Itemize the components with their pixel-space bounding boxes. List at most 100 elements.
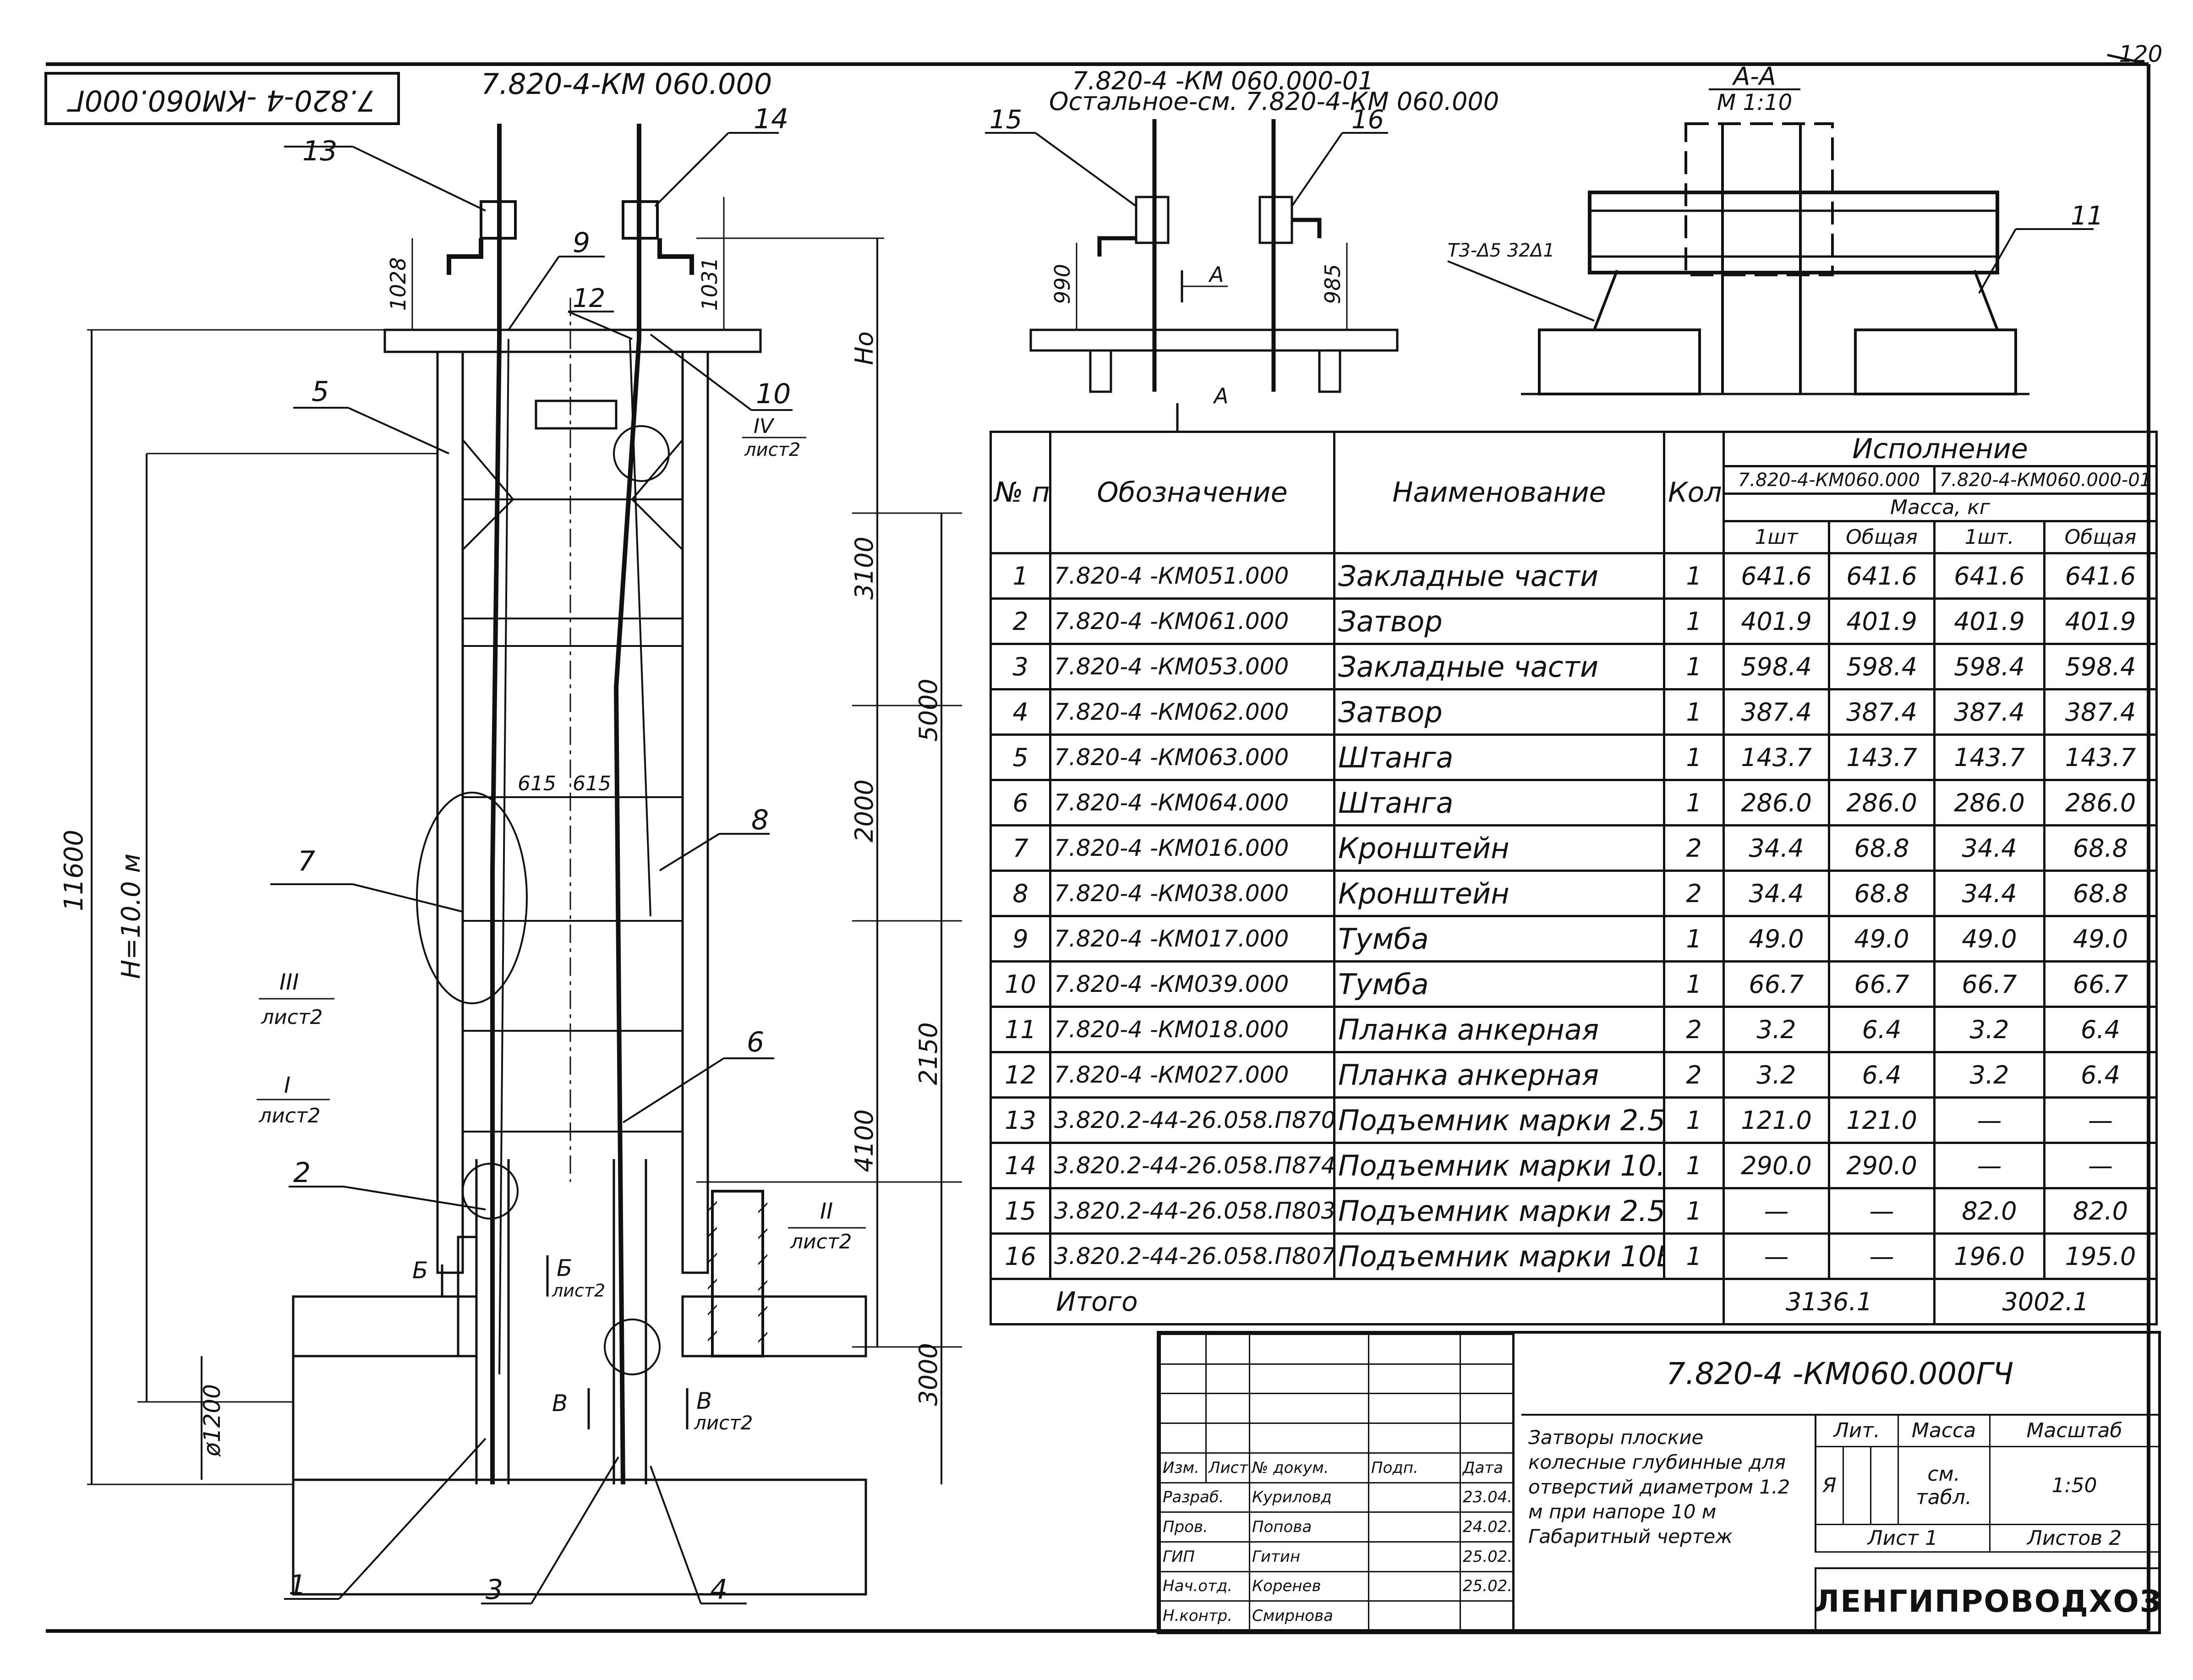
cell-unit1: 34.4 bbox=[1723, 870, 1830, 917]
cell-unit2: 3.2 bbox=[1933, 1006, 2045, 1053]
cell-total1: 68.8 bbox=[1828, 870, 1936, 917]
cell-total1: 286.0 bbox=[1828, 779, 1936, 826]
lit-label: Лит. bbox=[1815, 1414, 1899, 1447]
dim-990: 990 bbox=[1050, 264, 1075, 304]
cell-name: Подъемник марки 10В bbox=[1333, 1232, 1665, 1280]
col-head-exec2: 7.820-4-КМ060.000-01 bbox=[1933, 465, 2158, 495]
cell-unit1: 598.4 bbox=[1723, 643, 1830, 690]
cell-qty: 1 bbox=[1663, 643, 1725, 690]
detail-ref-II-sheet: лист2 bbox=[790, 1230, 852, 1253]
cell-total2: 6.4 bbox=[2043, 1051, 2158, 1099]
cell-qty: 2 bbox=[1663, 824, 1725, 872]
dim-H: Н=10.0 м bbox=[116, 854, 146, 979]
cell-pos: 13 bbox=[990, 1096, 1051, 1144]
col-head-unit1: 1шт bbox=[1723, 520, 1830, 554]
cell-total1: — bbox=[1828, 1232, 1936, 1280]
detail-ref-IV-sheet: лист2 bbox=[744, 439, 800, 460]
cell-name: Кронштейн bbox=[1333, 824, 1665, 872]
cell-pos: 15 bbox=[990, 1187, 1051, 1235]
cell-name: Тумба bbox=[1333, 960, 1665, 1008]
cell-designation: 7.820-4 -КМ016.000 bbox=[1049, 824, 1335, 872]
total-label: Итого bbox=[990, 1278, 1725, 1325]
cell-unit1: 387.4 bbox=[1723, 688, 1830, 736]
cell-total2: 68.8 bbox=[2043, 870, 2158, 917]
callout-12: 12 bbox=[573, 284, 605, 313]
cell-pos: 11 bbox=[990, 1006, 1051, 1053]
table-row: 153.820.2-44-26.058.П8030.000Подъемник м… bbox=[990, 1187, 2158, 1235]
cell-qty: 1 bbox=[1663, 1232, 1725, 1280]
cell-qty: 1 bbox=[1663, 688, 1725, 736]
cell-name: Планка анкерная bbox=[1333, 1006, 1665, 1053]
section-A-A-view: А-А М 1:10 11 Т3-Δ5 32Δ1 bbox=[1447, 62, 2103, 395]
callout-5: 5 bbox=[312, 376, 329, 408]
signatory-signature bbox=[1368, 1541, 1461, 1572]
cell-unit1: 3.2 bbox=[1723, 1006, 1830, 1053]
cell-total2: 641.6 bbox=[2043, 552, 2158, 600]
main-view-code: 7.820-4-КМ 060.000 bbox=[481, 67, 772, 101]
variant-view: 990 985 А А 15 16 bbox=[985, 105, 1399, 431]
cell-qty: 2 bbox=[1663, 1006, 1725, 1053]
signatory-role: Н.контр. bbox=[1159, 1600, 1250, 1631]
cell-pos: 5 bbox=[990, 733, 1051, 781]
dim-985: 985 bbox=[1320, 264, 1345, 304]
cell-pos: 3 bbox=[990, 643, 1051, 690]
cell-qty: 1 bbox=[1663, 1142, 1725, 1189]
cell-unit1: 3.2 bbox=[1723, 1051, 1830, 1099]
cell-designation: 3.820.2-44-26.058.П8030.000 bbox=[1049, 1187, 1335, 1235]
cell-name: Тумба bbox=[1333, 915, 1665, 963]
col-head-name: Наименование bbox=[1333, 431, 1665, 554]
scale-value: 1:50 bbox=[1989, 1446, 2160, 1525]
cell-unit2: 641.6 bbox=[1933, 552, 2045, 600]
cell-pos: 10 bbox=[990, 960, 1051, 1008]
cell-pos: 6 bbox=[990, 779, 1051, 826]
cell-total1: 6.4 bbox=[1828, 1051, 1936, 1099]
cell-designation: 3.820.2-44-26.058.П8740.000 bbox=[1049, 1142, 1335, 1189]
cell-qty: 1 bbox=[1663, 915, 1725, 963]
dim-615-left: 615 bbox=[518, 772, 556, 795]
section-A-A-label: А-А bbox=[1732, 62, 1776, 91]
section-A-A-scale: М 1:10 bbox=[1717, 90, 1792, 115]
section-mark-V-left: В bbox=[552, 1390, 568, 1417]
cell-unit1: 290.0 bbox=[1723, 1142, 1830, 1189]
sheet-corner-number: 120 bbox=[2119, 41, 2162, 67]
detail-ref-IV-num: IV bbox=[754, 415, 775, 438]
callout-11: 11 bbox=[2071, 201, 2103, 231]
section-mark-V-right: В bbox=[696, 1388, 712, 1414]
cell-qty: 1 bbox=[1663, 1187, 1725, 1235]
detail-ref-I-sheet: лист2 bbox=[258, 1104, 321, 1127]
section-A-lower: А bbox=[1213, 383, 1228, 408]
stamp-head-izm: Изм. bbox=[1159, 1452, 1207, 1483]
cell-total2: 82.0 bbox=[2043, 1187, 2158, 1235]
cell-total2: — bbox=[2043, 1142, 2158, 1189]
dim-2150: 2150 bbox=[914, 1022, 943, 1085]
total-exec1: 3136.1 bbox=[1723, 1278, 1936, 1325]
stamp-title: Затворы плоские колесные глубинные для о… bbox=[1528, 1426, 1790, 1548]
signatory-name: Попова bbox=[1249, 1511, 1369, 1543]
table-row: 133.820.2-44-26.058.П8700.000Подъемник м… bbox=[990, 1096, 2158, 1144]
signatory-signature bbox=[1368, 1571, 1461, 1602]
cell-qty: 2 bbox=[1663, 870, 1725, 917]
signatory-date: 23.04.85 bbox=[1460, 1482, 1514, 1513]
cell-total1: 6.4 bbox=[1828, 1006, 1936, 1053]
detail-ref-II-num: II bbox=[820, 1198, 833, 1224]
cell-designation: 7.820-4 -КМ051.000 bbox=[1049, 552, 1335, 600]
cell-name: Закладные части bbox=[1333, 552, 1665, 600]
cell-total2: 49.0 bbox=[2043, 915, 2158, 963]
section-A-upper: А bbox=[1208, 262, 1224, 287]
cell-qty: 1 bbox=[1663, 960, 1725, 1008]
dim-615-right: 615 bbox=[573, 772, 611, 795]
cell-total2: 387.4 bbox=[2043, 688, 2158, 736]
section-mark-V-sheet: лист2 bbox=[694, 1412, 753, 1434]
variant-note: Остальное-см. 7.820-4-КМ 060.000 bbox=[1049, 87, 1499, 116]
sheets-label: Листов 2 bbox=[1989, 1524, 2160, 1553]
